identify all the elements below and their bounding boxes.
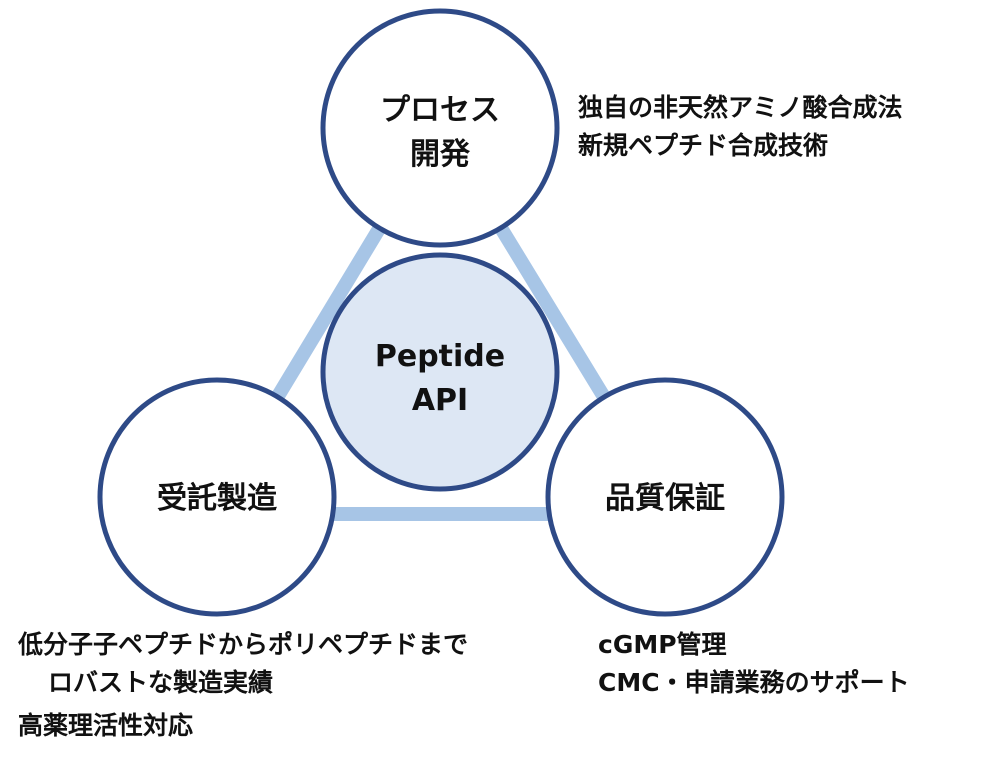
process-label-line2: 開発 [410, 137, 471, 172]
process-circle [320, 8, 560, 248]
quality-label: 品質保証 [605, 481, 725, 516]
manufacturing-circle [97, 377, 337, 617]
center-label-line2: API [412, 383, 468, 418]
quality-note-1: cGMP管理 [598, 630, 727, 659]
quality-circle [545, 377, 785, 617]
process-note-1: 独自の非天然アミノ酸合成法 [578, 93, 903, 122]
quality-notes: cGMP管理 CMC・申請業務のサポート [598, 626, 910, 702]
process-label-line1: プロセス [380, 93, 500, 128]
manufacturing-note-1: 低分子子ペプチドからポリペプチドまで [18, 630, 469, 659]
quality-note-2: CMC・申請業務のサポート [598, 668, 910, 697]
manufacturing-label: 受託製造 [157, 481, 277, 516]
manufacturing-note-extra: 高薬理活性対応 [18, 711, 194, 740]
process-notes: 独自の非天然アミノ酸合成法 新規ペプチド合成技術 [578, 89, 903, 165]
center-label-line1: Peptide [375, 339, 505, 374]
manufacturing-notes: 低分子子ペプチドからポリペプチドまで ロバストな製造実績 [18, 626, 468, 702]
manufacturing-note-2: ロバストな製造実績 [48, 668, 274, 697]
center-circle [320, 252, 560, 492]
process-note-2: 新規ペプチド合成技術 [578, 131, 829, 160]
